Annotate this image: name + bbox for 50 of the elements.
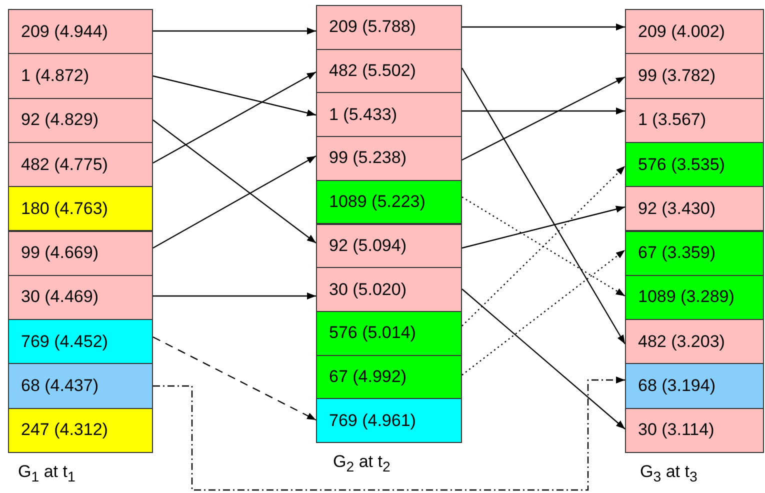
ranked-item-box: 1 (4.872) [8, 53, 153, 99]
ranked-item-box: 769 (4.452) [8, 319, 153, 364]
ranked-item-box: 1089 (5.223) [316, 180, 462, 224]
column-caption: G$_{1}$ at t$_{1}$ [18, 462, 76, 486]
ranked-item-box: 209 (4.002) [625, 9, 764, 54]
ranked-item-box: 99 (3.782) [625, 53, 764, 99]
ranked-item-box: 576 (5.014) [316, 310, 462, 356]
arrow [152, 71, 316, 164]
ranked-item-box: 92 (5.094) [316, 224, 462, 268]
arrow [462, 205, 626, 249]
ranked-item-box: 180 (4.763) [8, 186, 153, 232]
arrow [462, 250, 626, 376]
ranked-item-box: 30 (5.020) [316, 267, 462, 312]
arrow [152, 336, 316, 421]
column-caption: G$_{2}$ at t$_{2}$ [333, 452, 390, 476]
ranked-item-box: 769 (4.961) [316, 398, 462, 443]
ranked-item-box: 1 (5.433) [316, 92, 462, 138]
ranked-item-box: 30 (4.469) [8, 274, 153, 320]
arrow [153, 376, 625, 491]
arrow [152, 155, 316, 249]
ranked-item-box: 209 (5.788) [316, 5, 462, 50]
ranked-item-box: 92 (4.829) [8, 98, 153, 143]
arrow [462, 24, 625, 30]
ranked-item-box: 1 (3.567) [625, 98, 764, 143]
arrow [461, 68, 626, 344]
ranked-item-box: 99 (4.669) [8, 230, 153, 276]
arrow [153, 292, 316, 300]
arrow [462, 166, 626, 326]
arrow [462, 196, 626, 297]
arrow [462, 76, 626, 161]
arrow [152, 75, 316, 117]
ranked-item-box: 67 (3.359) [625, 230, 764, 276]
arrow [462, 288, 626, 430]
ranked-item-box: 67 (4.992) [316, 354, 462, 400]
ranked-item-box: 247 (4.312) [8, 408, 153, 453]
ranked-item-box: 30 (3.114) [625, 408, 764, 453]
ranked-item-box: 92 (3.430) [625, 186, 764, 232]
ranked-item-box: 1089 (3.289) [625, 274, 764, 320]
arrow [152, 120, 316, 244]
ranked-item-box: 482 (5.502) [316, 48, 462, 94]
arrow [462, 108, 625, 114]
ranked-item-box: 482 (4.775) [8, 142, 153, 188]
ranked-item-box: 482 (3.203) [625, 319, 764, 364]
ranked-item-box: 209 (4.944) [8, 9, 153, 54]
ranked-item-box: 68 (4.437) [8, 363, 153, 409]
ranked-item-box: 99 (5.238) [316, 136, 462, 181]
ranked-item-box: 576 (3.535) [625, 142, 764, 188]
column-caption: G$_{3}$ at t$_{3}$ [640, 462, 698, 486]
ranked-item-box: 68 (3.194) [625, 363, 764, 409]
arrow [153, 28, 316, 34]
